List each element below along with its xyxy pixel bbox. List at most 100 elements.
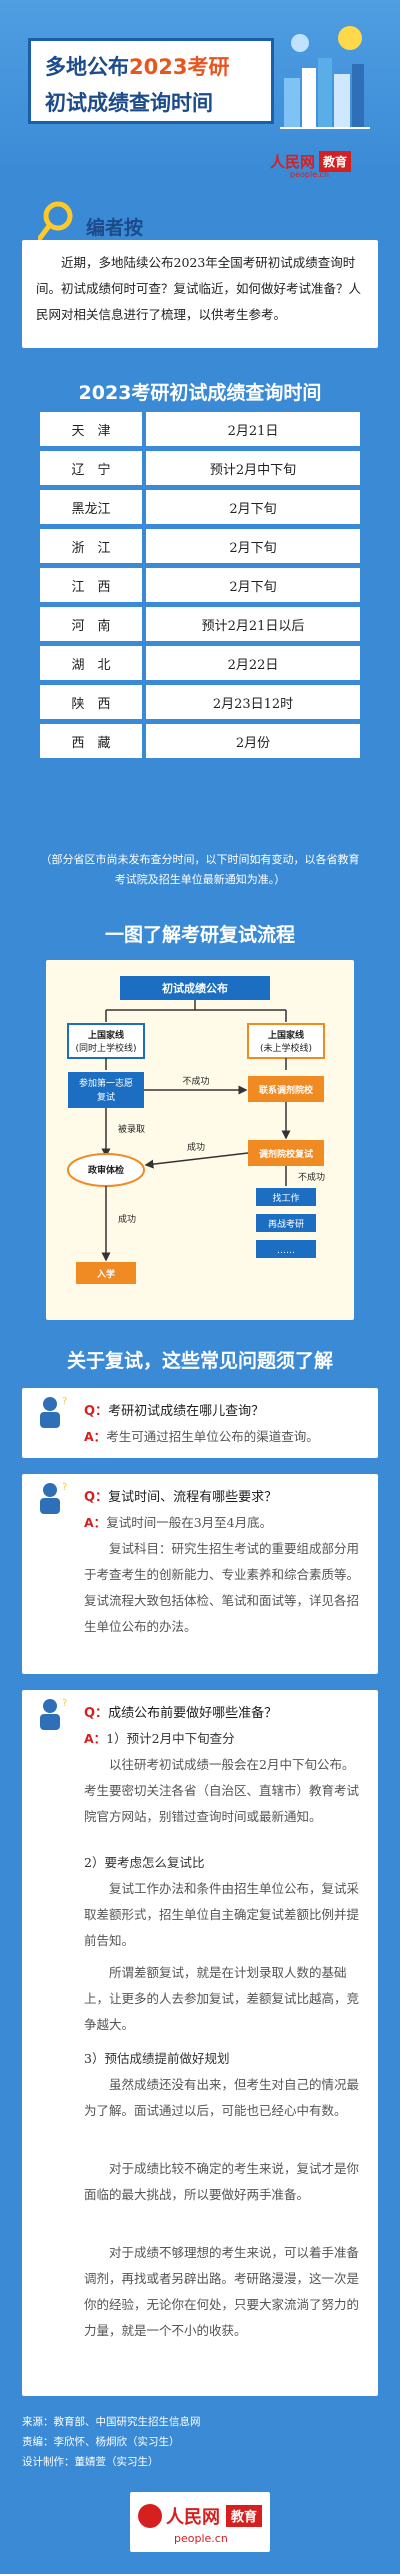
- page-title-line1: 多地公布2023考研: [45, 51, 229, 81]
- flow-right-mid: [248, 1076, 324, 1102]
- header-logo: 人民网 教育: [270, 150, 352, 172]
- region-cell: 江 西: [40, 568, 142, 602]
- region-cell: 黑龙江: [40, 490, 142, 524]
- flow-enter: [76, 1262, 136, 1284]
- faq-a3-p3c: 对于成绩不够理想的考生来说，可以着手准备调剂，再找或者另辟出路。考研路漫漫，这一…: [84, 2245, 360, 2338]
- credit-editors: 责编：李欣怀、杨炯欣（实习生）: [22, 2436, 180, 2448]
- svg-text:找工作: 找工作: [272, 1192, 299, 1204]
- svg-text:成功: 成功: [187, 1141, 205, 1153]
- time-cell: 2月下旬: [146, 529, 360, 563]
- time-cell: 2月下旬: [146, 490, 360, 524]
- flow-title: 一图了解考研复试流程: [104, 924, 295, 946]
- svg-text:不成功: 不成功: [182, 1075, 209, 1087]
- footer-logo-sub: people.cn: [174, 2532, 228, 2545]
- logo-text: 人民网: [270, 152, 316, 171]
- faq-a1: A：考生可通过招生单位公布的渠道查询。: [84, 1429, 319, 1444]
- note-box: 近期，多地陆续公布2023年全国考研初试成绩查询时间。初试成绩何时可查？复试临近…: [22, 240, 378, 348]
- flow-left-top: [67, 1023, 145, 1059]
- svg-text:上国家线: 上国家线: [268, 1029, 304, 1041]
- time-cell: 2月21日: [146, 412, 360, 446]
- faq-a3-p3b: 对于成绩比较不确定的考生来说，复试才是你面临的最大挑战，所以要做好两手准备。: [84, 2161, 360, 2202]
- books-illustration-icon: [280, 26, 370, 129]
- faq-q1: Q：考研初试成绩在哪儿查询？: [84, 1404, 265, 1419]
- svg-text:(同时上学校线): (同时上学校线): [75, 1042, 136, 1054]
- faq-a3-p1: 以往研考初试成绩一般会在2月中下旬公布。考生要密切关注各省（自治区、直辖市）教育…: [84, 1757, 360, 1824]
- svg-text:?: ?: [62, 1698, 67, 1709]
- credit-source: 来源：教育部、中国研究生招生信息网: [22, 2416, 201, 2428]
- svg-text:入学: 入学: [96, 1268, 115, 1280]
- faq-q3: Q：成绩公布前要做好哪些准备？: [84, 1706, 278, 1721]
- question-person-icon: ?: [40, 1698, 67, 1730]
- faq-a3-p2: 复试工作办法和条件由招生单位公布，复试采取差额形式，招生单位自主确定复试差额比例…: [84, 1881, 360, 1948]
- time-cell: 2月22日: [146, 646, 360, 680]
- page-title-line2: 初试成绩查询时间: [45, 91, 213, 115]
- svg-text:上国家线: 上国家线: [88, 1029, 124, 1041]
- region-cell: 天 津: [40, 412, 142, 446]
- logo-badge: 教育: [319, 150, 352, 172]
- faq-a3-h3: 3）预估成绩提前做好规划: [84, 2051, 230, 2066]
- svg-text:复试: 复试: [97, 1091, 115, 1103]
- region-cell: 辽 宁: [40, 451, 142, 485]
- faq-a3-p2b: 所谓差额复试，就是在计划录取人数的基础上，让更多的人去参加复试，差额复试比越高，…: [84, 1965, 360, 2032]
- faq-item-1: ? Q：考研初试成绩在哪儿查询？ A：考生可通过招生单位公布的渠道查询。: [22, 1388, 378, 1458]
- title-part-a: 多地公布: [45, 55, 129, 79]
- credits: 来源：教育部、中国研究生招生信息网 责编：李欣怀、杨炯欣（实习生） 设计制作：董…: [22, 2412, 378, 2472]
- time-cell: 2月份: [146, 724, 360, 758]
- svg-text:再战考研: 再战考研: [268, 1219, 304, 1230]
- svg-text:不成功: 不成功: [298, 1171, 325, 1183]
- logo-sub: people.cn: [290, 170, 330, 179]
- svg-text:调剂院校复试: 调剂院校复试: [259, 1148, 313, 1160]
- magnifier-icon: [38, 201, 73, 240]
- header: 多地公布2023考研 初试成绩查询时间 人民网 教育 people.cn: [0, 0, 400, 179]
- title-box: 多地公布2023考研 初试成绩查询时间: [28, 38, 274, 124]
- region-cell: 河 南: [40, 607, 142, 641]
- svg-text:成功: 成功: [118, 1213, 136, 1225]
- faq-a3-h2: 2）要考虑怎么复试比: [84, 1855, 205, 1870]
- faq-item-2: ? Q：复试时间、流程有哪些要求？ A：复试时间一般在3月至4月底。 复试科目：…: [22, 1474, 378, 1674]
- note-title: 编者按: [86, 217, 144, 239]
- faq-q2: Q：复试时间、流程有哪些要求？: [84, 1490, 278, 1505]
- time-cell: 预计2月21日以后: [146, 607, 360, 641]
- svg-text:……: ……: [277, 1246, 295, 1256]
- svg-text:政审体检: 政审体检: [88, 1164, 124, 1176]
- faq-item-3: ? Q：成绩公布前要做好哪些准备？ A：1）预计2月中下旬查分 以往研考初试成绩…: [22, 1690, 378, 2396]
- table-note: （部分省区市尚未发布查分时间，以下时间如有变动，以各省教育考试院及招生单位最新通…: [40, 853, 360, 886]
- table-title: 2023考研初试成绩查询时间: [78, 382, 322, 404]
- flow-svg: 初试成绩公布 上国家线 (同时上学校线) 上国家线 (未上学校线) 参加第一志愿…: [67, 976, 325, 1284]
- question-person-icon: ?: [40, 1482, 67, 1514]
- time-cell: 2月下旬: [146, 568, 360, 602]
- footer-logo-text: 人民网: [166, 2507, 220, 2528]
- svg-text:联系调剂院校: 联系调剂院校: [259, 1084, 314, 1096]
- flow-diagram: 初试成绩公布 上国家线 (同时上学校线) 上国家线 (未上学校线) 参加第一志愿…: [46, 960, 354, 1320]
- footer-logo: 人民网 教育 people.cn: [0, 2492, 400, 2552]
- faq-title: 关于复试，这些常见问题须了解: [66, 1350, 333, 1372]
- faq-a2-detail: 复试科目：研究生招生考试的重要组成部分用于考查考生的创新能力、专业素养和综合素质…: [84, 1541, 360, 1634]
- credit-designer: 设计制作：董婧萱（实习生）: [22, 2456, 159, 2468]
- faq-a3-p3: 虽然成绩还没有出来，但考生对自己的情况最为了解。面试通过以后，可能也已经心中有数…: [84, 2077, 360, 2118]
- faq-a2: A：复试时间一般在3月至4月底。: [84, 1515, 273, 1530]
- svg-text:参加第一志愿: 参加第一志愿: [79, 1077, 133, 1089]
- svg-text:?: ?: [62, 1482, 67, 1493]
- flow-head-text: 初试成绩公布: [162, 981, 228, 995]
- footer-logo-badge: 教育: [230, 2509, 257, 2525]
- time-cell: 2月23日12时: [146, 685, 360, 719]
- region-cell: 陕 西: [40, 685, 142, 719]
- svg-text:(未上学校线): (未上学校线): [260, 1042, 312, 1054]
- flow-left-mid: [68, 1072, 144, 1108]
- title-part-b: 2023考研: [129, 55, 230, 79]
- svg-text:被录取: 被录取: [118, 1123, 145, 1135]
- faq-a3-h1: A：1）预计2月中下旬查分: [84, 1731, 235, 1746]
- question-person-icon: ?: [40, 1396, 67, 1428]
- flow-head-box: [120, 976, 270, 1000]
- region-cell: 浙 江: [40, 529, 142, 563]
- svg-text:?: ?: [62, 1396, 67, 1407]
- flow-right-bot: [248, 1140, 324, 1166]
